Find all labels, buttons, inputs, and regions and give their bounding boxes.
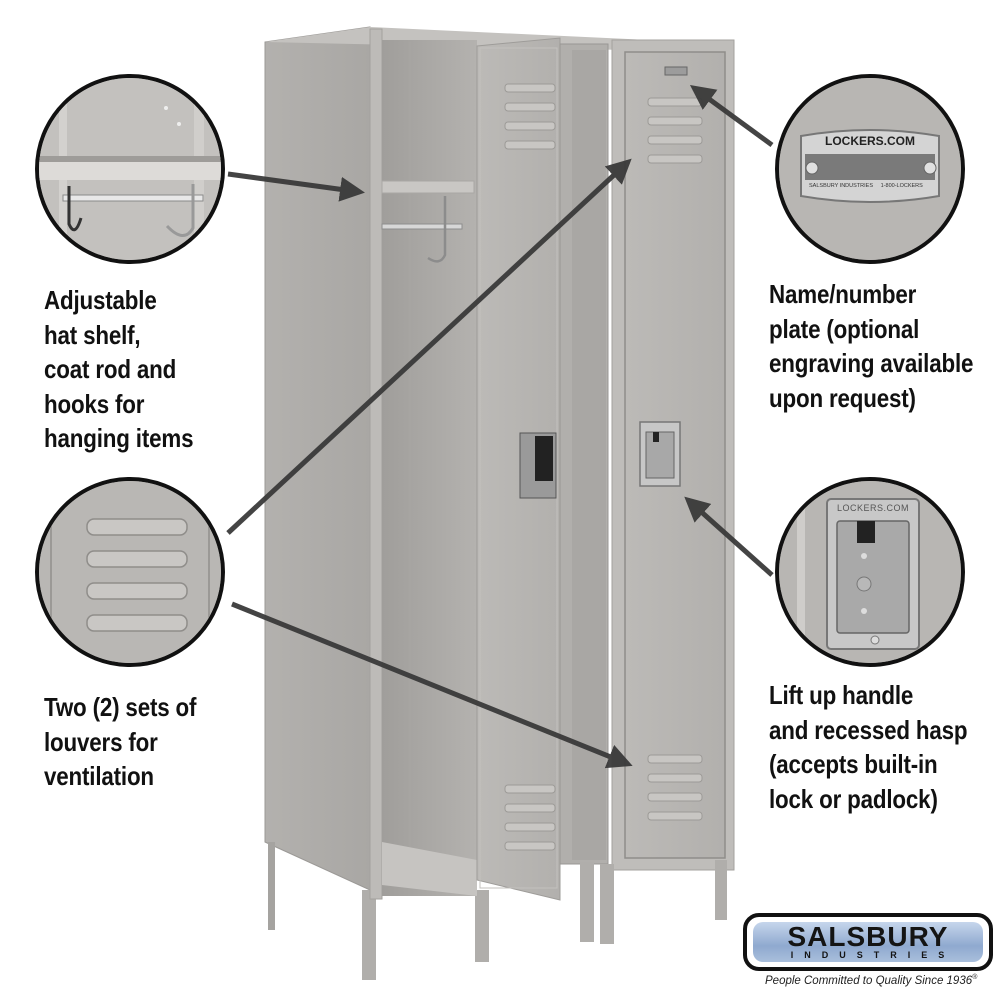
callout-line: Lift up handle bbox=[769, 680, 914, 710]
arrow-hat-shelf bbox=[227, 171, 365, 202]
callout-line: upon request) bbox=[769, 382, 916, 413]
callout-line: Name/number bbox=[769, 279, 917, 309]
arrow-handle bbox=[684, 496, 774, 577]
callout-line: plate (optional bbox=[769, 313, 920, 344]
callout-line: louvers for bbox=[44, 726, 158, 757]
handle-label-text: LOCKERS.COM bbox=[837, 503, 910, 513]
callout-line: lock or padlock) bbox=[769, 783, 938, 814]
callout-line: Adjustable bbox=[44, 285, 157, 315]
callout-line: hat shelf, bbox=[44, 319, 141, 350]
inset-handle: LOCKERS.COM bbox=[775, 477, 965, 667]
callout-louvers: Two (2) sets of louvers for ventilation bbox=[44, 690, 196, 794]
plate-top-text: LOCKERS.COM bbox=[825, 134, 915, 148]
salsbury-logo: SALSBURY INDUSTRIES bbox=[743, 913, 993, 971]
callout-line: coat rod and bbox=[44, 354, 177, 384]
arrow-louvers-bottom bbox=[231, 601, 633, 769]
tagline-text: People Committed to Quality Since 1936 bbox=[765, 974, 973, 987]
callout-line: hanging items bbox=[44, 423, 194, 453]
logo-brand-name: SALSBURY bbox=[787, 921, 949, 952]
inset-louvers bbox=[35, 477, 225, 667]
registered-mark: ® bbox=[972, 974, 978, 981]
inset-name-plate: LOCKERS.COM SALSBURY INDUSTRIES 1-800-LO… bbox=[775, 74, 965, 264]
callout-line: Two (2) sets of bbox=[44, 692, 197, 722]
callout-line: ventilation bbox=[44, 761, 154, 791]
arrow-name-plate bbox=[689, 85, 774, 148]
arrow-louvers-top bbox=[226, 158, 632, 535]
callout-line: engraving available bbox=[769, 348, 974, 378]
locker-product-image bbox=[240, 0, 760, 1000]
callout-handle: Lift up handle and recessed hasp (accept… bbox=[769, 678, 968, 816]
callout-line: (accepts built-in bbox=[769, 749, 938, 779]
callout-line: and recessed hasp bbox=[769, 714, 968, 745]
plate-bottom-left-text: SALSBURY INDUSTRIES bbox=[809, 183, 873, 189]
callout-line: hooks for bbox=[44, 388, 145, 419]
logo-brand-sub: INDUSTRIES bbox=[790, 950, 956, 960]
callout-hat-shelf: Adjustable hat shelf, coat rod and hooks… bbox=[44, 283, 194, 456]
callout-name-plate: Name/number plate (optional engraving av… bbox=[769, 277, 973, 415]
brand-tagline: People Committed to Quality Since 1936® bbox=[765, 974, 977, 987]
inset-hat-shelf bbox=[35, 74, 225, 264]
plate-bottom-right-text: 1-800-LOCKERS bbox=[880, 183, 923, 189]
